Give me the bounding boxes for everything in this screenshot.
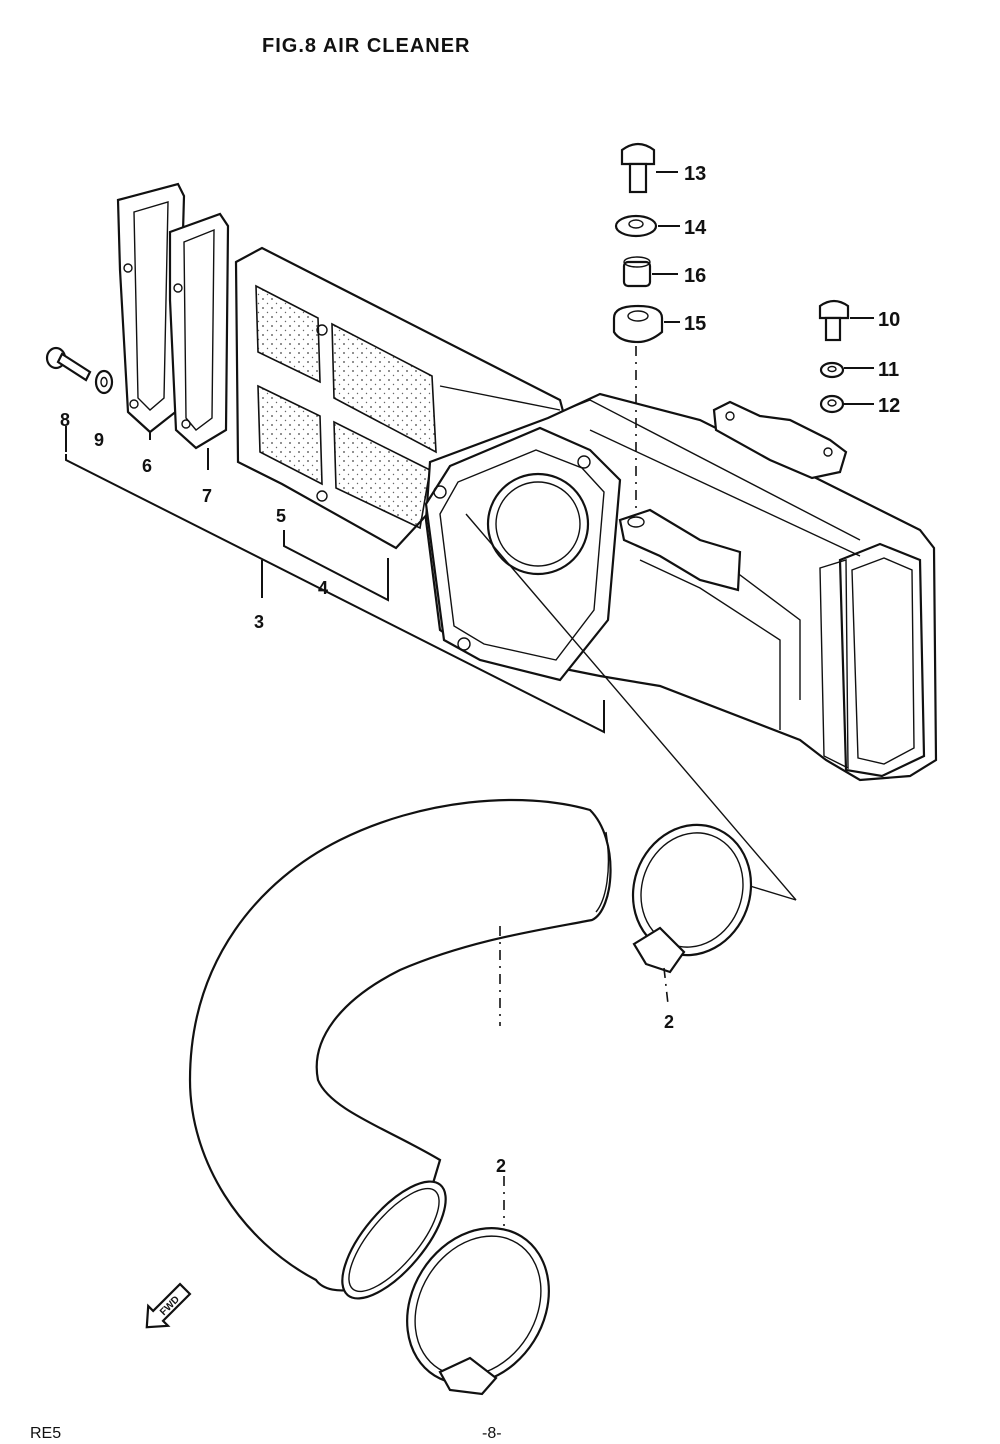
forward-direction-arrow: FWD [145, 1282, 192, 1329]
footer-model: RE5 [30, 1425, 61, 1442]
washer-part-11 [819, 361, 845, 379]
callout-13: 13 [684, 163, 706, 185]
callout-8: 8 [60, 410, 70, 430]
callout-2-upper: 2 [664, 1012, 674, 1032]
hose-clamp-upper [631, 823, 753, 974]
grommet-part-15 [612, 304, 664, 344]
filter-element-part-5 [234, 246, 570, 550]
callout-6: 6 [142, 456, 152, 476]
callout-10: 10 [878, 309, 900, 331]
callout-9: 9 [94, 430, 104, 450]
nut-part-12 [819, 394, 845, 414]
screw-part-8 [45, 346, 92, 382]
bracket-3 [65, 454, 605, 734]
washer-part-9 [94, 369, 114, 395]
washer-part-14 [614, 214, 658, 238]
callout-14: 14 [684, 217, 707, 239]
callout-16: 16 [684, 265, 706, 287]
callout-7: 7 [202, 486, 212, 506]
footer-page-number: -8- [482, 1425, 502, 1442]
figure-title: FIG.8 AIR CLEANER [262, 35, 471, 57]
callout-5: 5 [276, 506, 286, 526]
centerline-clamp-upper [663, 967, 669, 1005]
bolt-part-10 [818, 299, 850, 342]
callout-12: 12 [878, 395, 900, 417]
spacer-part-16 [622, 256, 652, 288]
callout-4: 4 [318, 578, 328, 598]
hose-clamp-lower [406, 1227, 550, 1396]
callout-2-lower: 2 [496, 1156, 506, 1176]
air-cleaner-case-part-3 [424, 392, 938, 901]
gasket-part-6 [116, 182, 186, 434]
gasket-part-7 [168, 212, 230, 450]
bracket-4 [283, 530, 389, 602]
intake-duct [188, 798, 612, 1300]
callout-3: 3 [254, 612, 264, 632]
callout-11: 11 [878, 359, 899, 381]
bolt-part-13 [620, 142, 656, 194]
callout-15: 15 [684, 313, 706, 335]
